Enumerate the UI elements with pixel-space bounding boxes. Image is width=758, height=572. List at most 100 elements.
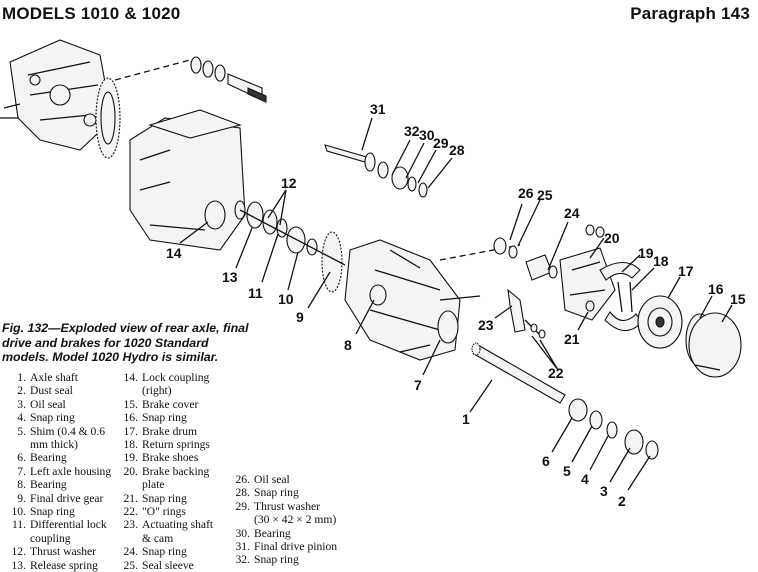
legend-item-number: 12. bbox=[11, 545, 27, 559]
callout-16: 16 bbox=[708, 281, 724, 297]
legend-item: 31.Final drive pinion bbox=[224, 540, 394, 553]
callout-12: 12 bbox=[281, 175, 297, 191]
legend-item: 11.Differential lock coupling bbox=[0, 518, 130, 545]
callout-31: 31 bbox=[370, 101, 386, 117]
legend-item-number: 11. bbox=[11, 518, 26, 532]
legend-item-number: 4. bbox=[17, 411, 26, 425]
seal-sleeve-parts bbox=[439, 237, 558, 281]
legend-item: 4.Snap ring bbox=[0, 411, 130, 424]
callout-3: 3 bbox=[600, 483, 608, 499]
legend-item-number: 2. bbox=[17, 384, 26, 398]
legend-item-number: 5. bbox=[17, 424, 26, 438]
legend-item: 14.Lock coupling (right) bbox=[112, 371, 247, 398]
legend-item-text: Brake cover bbox=[142, 397, 199, 411]
legend-item-number: 22. bbox=[123, 505, 139, 519]
legend-item-number: 21. bbox=[123, 491, 139, 505]
top-shaft-parts bbox=[190, 56, 267, 103]
legend-item-text: Final drive pinion bbox=[254, 540, 338, 554]
callout-25: 25 bbox=[537, 187, 553, 203]
legend-item: 15.Brake cover bbox=[112, 398, 247, 411]
legend-item: 21.Snap ring bbox=[112, 492, 247, 505]
legend-item-text: Oil seal bbox=[30, 397, 66, 411]
legend-item-number: 25. bbox=[123, 558, 139, 572]
legend-item-text: Brake drum bbox=[142, 424, 198, 438]
legend-item-text: Thrust washer bbox=[30, 545, 97, 559]
legend-item-text: Dust seal bbox=[30, 384, 73, 398]
leader-lines bbox=[179, 117, 733, 491]
legend-item: 19.Brake shoes bbox=[112, 451, 247, 464]
legend-item-number: 29. bbox=[235, 499, 251, 513]
legend-item-text: Snap ring bbox=[142, 411, 187, 425]
legend-item-number: 3. bbox=[17, 397, 26, 411]
legend-item: 18.Return springs bbox=[112, 438, 247, 451]
legend-item-number: 13. bbox=[11, 558, 27, 572]
legend-item-text: "O" rings bbox=[142, 505, 186, 519]
legend-item-text: Bearing bbox=[30, 478, 67, 492]
left-axle-housing bbox=[344, 239, 481, 361]
legend-item-number: 9. bbox=[17, 491, 26, 505]
legend-item-text: Release spring bbox=[30, 558, 98, 572]
legend-item-number: 10. bbox=[11, 505, 27, 519]
legend-item-text: Bearing bbox=[254, 526, 291, 540]
callout-29: 29 bbox=[433, 135, 449, 151]
legend-item: 22."O" rings bbox=[112, 505, 247, 518]
legend-item-text: Lock coupling (right) bbox=[142, 371, 210, 398]
callout-numbers: 31 32 30 29 28 12 26 25 24 20 19 18 17 1… bbox=[166, 101, 746, 509]
callout-8: 8 bbox=[344, 337, 352, 353]
legend-item-text: Left axle housing bbox=[30, 464, 112, 478]
legend-item-number: 8. bbox=[17, 478, 26, 492]
legend-item-number: 31. bbox=[235, 540, 251, 554]
legend-item-text: Thrust washer (30 × 42 × 2 mm) bbox=[254, 499, 337, 527]
legend-item-number: 28. bbox=[235, 486, 251, 500]
brake-drum bbox=[637, 295, 683, 349]
legend-item-text: Snap ring bbox=[254, 553, 299, 567]
legend-item-text: Brake shoes bbox=[142, 451, 199, 465]
legend-item: 25.Seal sleeve bbox=[112, 559, 247, 572]
legend-item-text: Snap ring bbox=[30, 505, 75, 519]
legend-item: 12.Thrust washer bbox=[0, 545, 130, 558]
legend-item-number: 18. bbox=[123, 438, 139, 452]
legend-item: 20.Brake backing plate bbox=[112, 465, 247, 492]
center-housing bbox=[129, 109, 246, 251]
legend-item-number: 17. bbox=[123, 424, 139, 438]
callout-15: 15 bbox=[730, 291, 746, 307]
legend-item-text: Brake backing plate bbox=[142, 464, 210, 492]
legend-item-number: 6. bbox=[17, 451, 26, 465]
callout-11: 11 bbox=[248, 285, 263, 301]
callout-24: 24 bbox=[564, 205, 580, 221]
ring-gear bbox=[95, 77, 121, 159]
legend-item-number: 15. bbox=[123, 397, 139, 411]
legend-item: 10.Snap ring bbox=[0, 505, 130, 518]
callout-30: 30 bbox=[419, 127, 435, 143]
legend-item: 8. Bearing bbox=[0, 478, 130, 491]
brake-shoes bbox=[599, 261, 643, 332]
differential-lock-parts bbox=[234, 200, 346, 293]
legend-item-number: 14. bbox=[123, 371, 139, 384]
legend-item-text: Bearing bbox=[30, 451, 67, 465]
legend-item: 6. Bearing bbox=[0, 451, 130, 464]
legend-item: 30.Bearing bbox=[224, 527, 394, 540]
transmission-housing-upper bbox=[0, 39, 113, 151]
legend-item: 23.Actuating shaft & cam bbox=[112, 518, 247, 545]
legend-item-text: Oil seal bbox=[254, 473, 290, 486]
callout-19: 19 bbox=[638, 245, 654, 261]
figure-caption: Fig. 132—Exploded view of rear axle, fin… bbox=[2, 321, 249, 364]
legend-item-number: 24. bbox=[123, 545, 139, 559]
legend-item-number: 20. bbox=[123, 464, 139, 478]
legend-item: 17.Brake drum bbox=[112, 425, 247, 438]
legend-item-text: Snap ring bbox=[254, 486, 299, 500]
header-models: MODELS 1010 & 1020 bbox=[2, 4, 181, 23]
legend-item-number: 16. bbox=[123, 411, 139, 425]
legend-item: 28.Snap ring bbox=[224, 486, 394, 499]
callout-14: 14 bbox=[166, 245, 182, 261]
callout-28: 28 bbox=[449, 142, 465, 158]
brake-cover bbox=[685, 312, 742, 378]
axle-shaft bbox=[471, 342, 659, 460]
callout-13: 13 bbox=[222, 269, 238, 285]
final-drive-pinion bbox=[324, 144, 428, 198]
legend-item-number: 7. bbox=[17, 464, 26, 478]
legend-item-text: Axle shaft bbox=[30, 371, 78, 384]
legend-item: 32.Snap ring bbox=[224, 553, 394, 566]
